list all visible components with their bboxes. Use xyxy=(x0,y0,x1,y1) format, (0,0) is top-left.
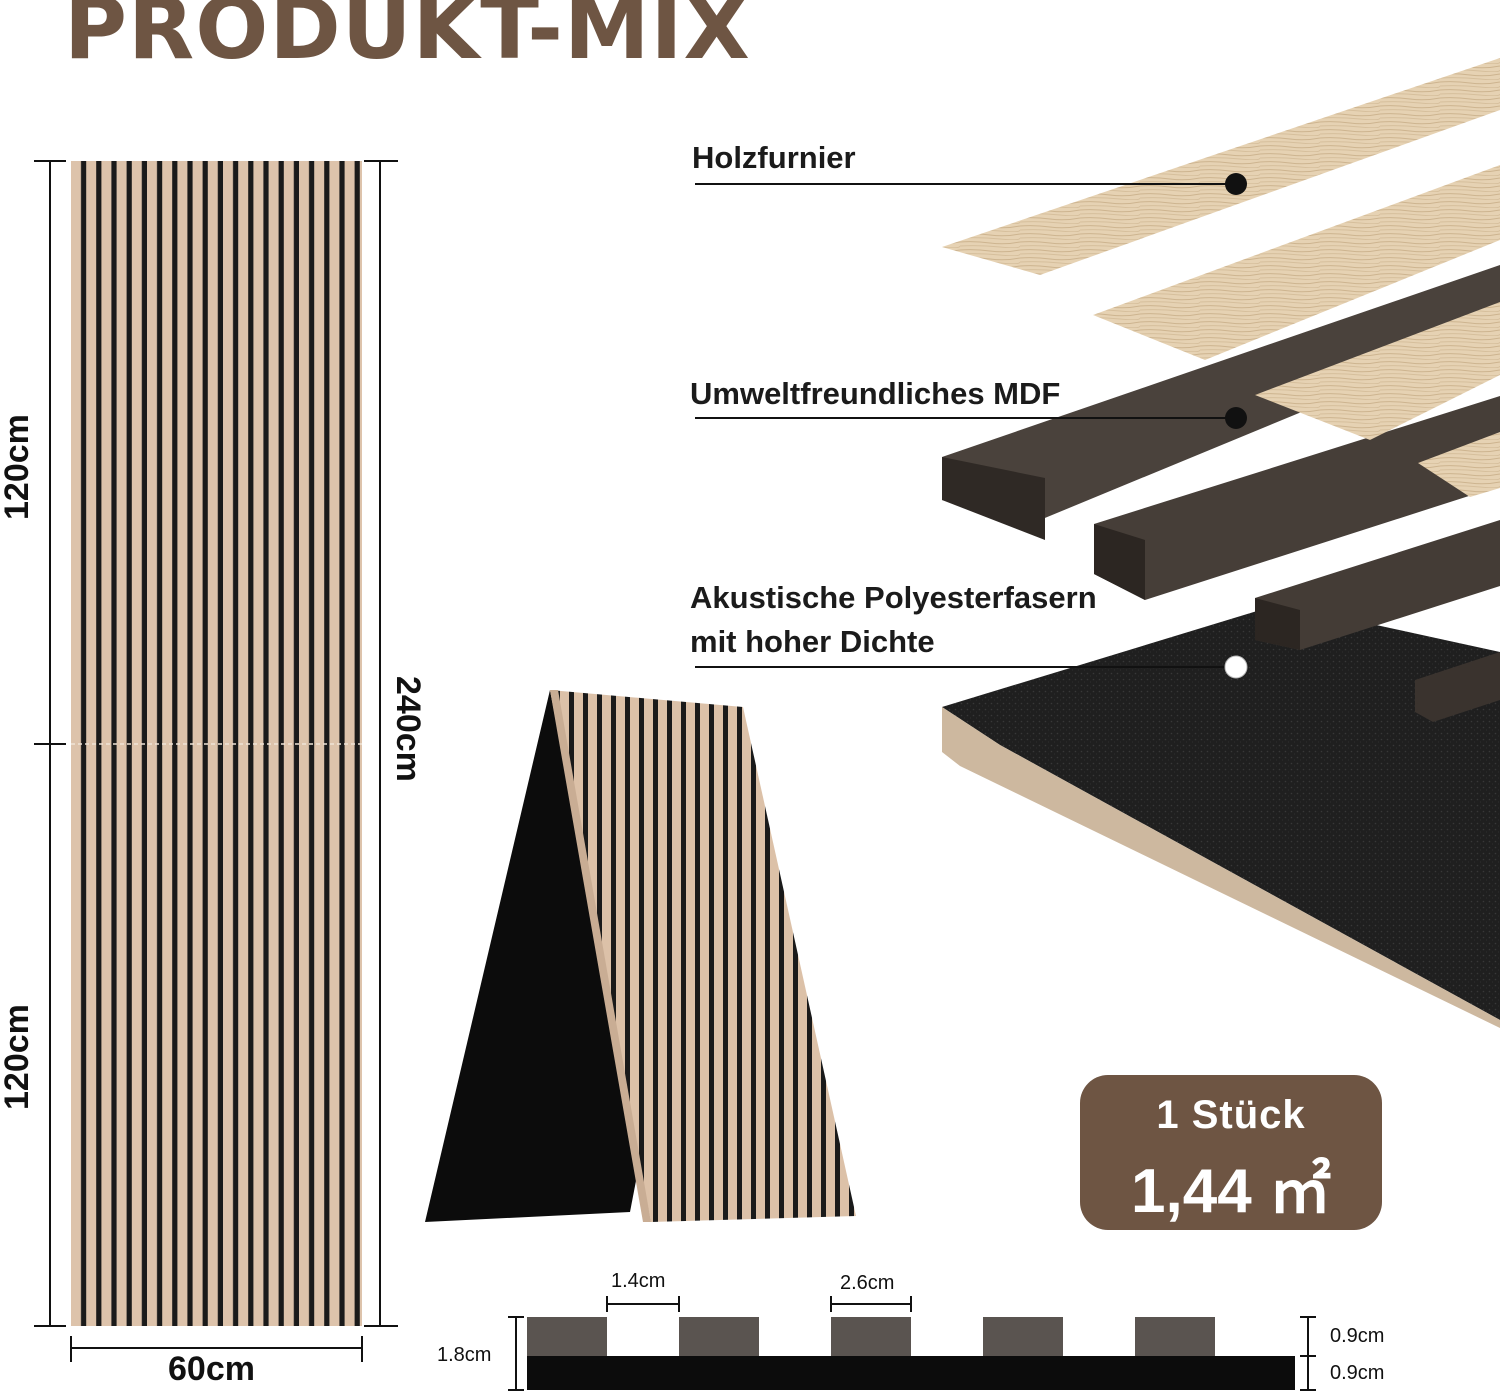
left-dimension-line xyxy=(34,160,66,1327)
height-bottom-label: 120cm xyxy=(0,1004,36,1110)
height-top-label: 120cm xyxy=(0,414,36,520)
slat-width-label: 2.6cm xyxy=(840,1272,895,1294)
slat-gap-label: 1.4cm xyxy=(611,1270,666,1292)
veneer-label: Holzfurnier xyxy=(692,140,856,175)
right-dimension-line xyxy=(364,160,398,1327)
bottom-dimension-line xyxy=(70,1336,363,1362)
tall-panel xyxy=(71,161,362,1326)
profile-cross-section xyxy=(508,1296,1316,1391)
layer-callouts xyxy=(695,173,1248,679)
felt-label-line2: mit hoher Dichte xyxy=(690,624,935,659)
exploded-layers xyxy=(942,58,1500,1028)
badge-area: 1,44 ㎡ xyxy=(1131,1157,1331,1226)
coverage-badge: 1 Stück 1,44 ㎡ xyxy=(1080,1075,1382,1230)
height-total-label: 240cm xyxy=(389,676,427,782)
page-title: PRODUKT-MIX xyxy=(64,0,751,79)
badge-count: 1 Stück xyxy=(1156,1093,1306,1137)
folded-panel xyxy=(425,690,856,1222)
total-thickness-label: 1.8cm xyxy=(437,1344,492,1366)
felt-thickness-label: 0.9cm xyxy=(1330,1362,1385,1384)
mdf-label: Umweltfreundliches MDF xyxy=(690,376,1061,411)
width-label: 60cm xyxy=(168,1350,255,1388)
felt-label-line1: Akustische Polyesterfasern xyxy=(690,580,1097,615)
slat-thickness-label: 0.9cm xyxy=(1330,1325,1385,1347)
